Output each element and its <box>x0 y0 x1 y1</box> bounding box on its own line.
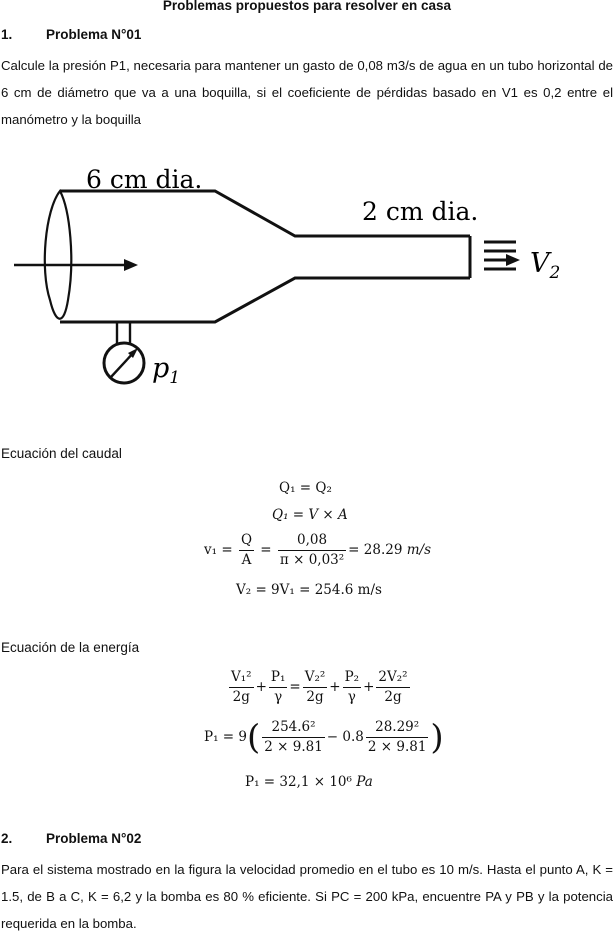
energia-label: Ecuación de la energía <box>1 640 140 655</box>
pipe-top-wall <box>60 189 470 238</box>
problem2-number: 2. <box>1 831 13 846</box>
label-2cm: 2 cm dia. <box>362 197 478 226</box>
caudal-eq1: Q₁ = Q₂ <box>279 480 332 496</box>
document-title: Problemas propuestos para resolver en ca… <box>162 0 452 13</box>
caudal-eq2: Q₁ = V × A <box>272 507 348 523</box>
problem1-heading: Problema N°01 <box>46 27 142 42</box>
label-v2: V2 <box>530 248 560 283</box>
inlet-arrowhead <box>124 259 138 271</box>
problem2-statement: Para el sistema mostrado en la figura la… <box>1 862 613 931</box>
pipe-bottom-wall <box>60 276 470 324</box>
caudal-eq4: V₂ = 9V₁ = 254.6 m/s <box>236 582 382 598</box>
problem1-number: 1. <box>1 27 13 42</box>
energia-eq3: P₁ = 32,1 × 10⁶ Pa <box>245 774 373 790</box>
outlet-velocity-lines <box>484 240 516 271</box>
inlet-section-loop <box>43 188 73 320</box>
label-6cm: 6 cm dia. <box>86 165 202 194</box>
problem1-statement: Calcule la presión P1, necesaria para ma… <box>1 58 613 127</box>
label-p1: p1 <box>152 353 180 388</box>
outlet-arrowhead <box>506 254 520 260</box>
problem2-heading: Problema N°02 <box>46 831 142 846</box>
caudal-label: Ecuación del caudal <box>1 446 122 461</box>
nozzle-figure: 6 cm dia. 2 cm dia. V2 p1 <box>14 165 560 388</box>
